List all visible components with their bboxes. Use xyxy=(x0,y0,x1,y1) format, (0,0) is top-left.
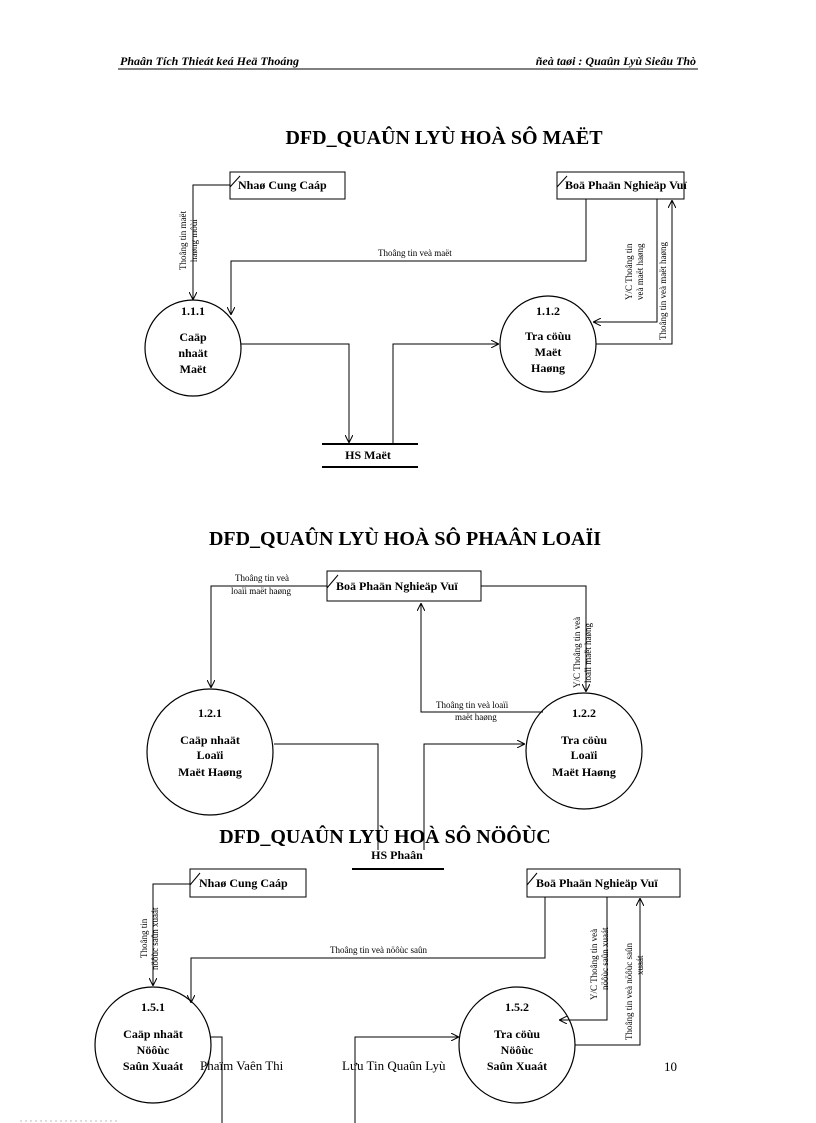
flow-request-to-1-5-2 xyxy=(560,897,608,1020)
entity-department-label: Boä Phaän Nghieäp Vuï xyxy=(336,579,458,593)
entity-department xyxy=(326,570,482,602)
flow-1-1-2-to-department xyxy=(596,201,672,345)
entity-department-label: Boä Phaän Nghieäp Vuï xyxy=(565,178,687,192)
process-1-2-2-line: Loaïi xyxy=(571,748,598,762)
flow-label: Y/C Thoâng tin xyxy=(624,243,634,300)
flow-label: Y/C Thoâng tin veà xyxy=(589,929,599,1000)
flow-label: Thoâng tin xyxy=(139,918,149,958)
process-1-2-1-line: Caäp nhaät xyxy=(180,733,240,747)
diagram-3-title: DFD_QUAÛN LYÙ HOÀ SÔ NÖÔÙC xyxy=(219,824,551,848)
entity-duplicate-mark xyxy=(189,872,201,886)
process-1-2-2-line: Maët Haøng xyxy=(552,765,616,779)
flow-1-5-1-down xyxy=(211,1036,223,1123)
flow-label: haøng môùi xyxy=(189,219,199,262)
process-1-5-1 xyxy=(94,986,212,1104)
flow-label: Thoâng tin veà loaïi xyxy=(436,700,509,710)
flow-label: nöôùc saûn xuaát xyxy=(150,907,160,970)
entity-supplier-label: Nhaø Cung Caáp xyxy=(238,178,327,192)
process-1-2-1-line: Maët Haøng xyxy=(178,765,242,779)
process-1-5-2-line: Nöôùc xyxy=(501,1043,534,1057)
entity-supplier xyxy=(189,868,307,898)
process-1-5-1-line: Nöôùc xyxy=(137,1043,170,1057)
process-1-1-2-line: Maët xyxy=(535,345,562,359)
flow-request-to-1-2-2 xyxy=(481,585,586,691)
flow-label: Thoâng tin veà maët haøng xyxy=(658,242,668,340)
diagram-2-title: DFD_QUAÛN LYÙ HOÀ SÔ PHAÂN LOAÏI xyxy=(209,526,601,550)
process-1-1-1-line: Caäp xyxy=(179,330,207,344)
process-1-5-1-line: Saûn Xuaát xyxy=(123,1059,183,1073)
footer-center: Lưu Tin Quaûn Lyù xyxy=(342,1058,446,1073)
flow-1-1-1-to-store xyxy=(241,343,349,442)
process-1-2-2-id: 1.2.2 xyxy=(572,706,596,720)
flow-store-to-1-5-2 xyxy=(354,1037,458,1123)
process-1-2-1 xyxy=(146,688,274,816)
flow-department-to-1-2-1 xyxy=(211,585,327,687)
process-1-1-1-line: Maët xyxy=(180,362,207,376)
flow-label: maët haøng xyxy=(455,712,497,722)
process-1-5-2-line: Tra cöùu xyxy=(494,1027,540,1041)
flow-supplier-to-1-1-1 xyxy=(193,184,230,299)
process-1-5-1-id: 1.5.1 xyxy=(141,1000,165,1014)
entity-department-label: Boä Phaän Nghieäp Vuï xyxy=(536,876,658,890)
flow-label: veà maët haøng xyxy=(635,243,645,300)
flow-department-to-1-1-1 xyxy=(231,199,587,314)
diagram-3: DFD_QUAÛN LYÙ HOÀ SÔ NÖÔÙC Nhaø Cung Caá… xyxy=(94,824,681,1123)
process-1-1-1-line: nhaät xyxy=(178,346,207,360)
flow-label: Thoâng tin veà xyxy=(235,573,289,583)
entity-duplicate-mark xyxy=(526,872,538,886)
process-1-2-1-line: Loaïi xyxy=(197,748,224,762)
flow-store-to-1-1-2 xyxy=(392,344,498,444)
process-1-5-2-id: 1.5.2 xyxy=(505,1000,529,1014)
flow-department-to-1-5-1 xyxy=(191,897,546,1002)
process-1-5-2-line: Saûn Xuaát xyxy=(487,1059,547,1073)
diagram-1-title: DFD_QUAÛN LYÙ HOÀ SÔ MAËT xyxy=(285,125,603,149)
flow-label: loaïi maët haøng xyxy=(583,623,593,683)
process-1-1-1 xyxy=(144,299,242,397)
flow-1-2-1-to-store xyxy=(274,743,379,850)
flow-label: Thoâng tin maët xyxy=(178,211,188,270)
process-1-5-1-line: Caäp nhaät xyxy=(123,1027,183,1041)
process-1-2-1-id: 1.2.1 xyxy=(198,706,222,720)
flow-1-2-2-to-department xyxy=(421,604,543,713)
datastore-label: HS Maët xyxy=(345,448,391,462)
process-1-2-2-line: Tra cöùu xyxy=(561,733,607,747)
entity-supplier xyxy=(229,171,346,200)
diagram-1: DFD_QUAÛN LYÙ HOÀ SÔ MAËT Nhaø Cung Caáp… xyxy=(144,125,687,468)
header-left: Phaân Tích Thieát keá Heä Thoáng xyxy=(120,54,299,68)
process-1-1-2-line: Haøng xyxy=(531,361,565,375)
process-1-1-2-id: 1.1.2 xyxy=(536,304,560,318)
flow-label: nöôùc saûn xuaát xyxy=(600,927,610,990)
footer-left: Phaïm Vaên Thi xyxy=(200,1058,284,1073)
flow-label: Y/C Thoâng tin veà xyxy=(572,617,582,688)
datastore-label: HS Phaân xyxy=(371,848,423,862)
entity-duplicate-mark xyxy=(326,574,339,589)
flow-request-to-1-1-2 xyxy=(594,199,658,322)
flow-label: loaïi maët haøng xyxy=(231,586,291,596)
flow-label: Thoâng tin veà nöôùc saûn xyxy=(624,943,634,1040)
entity-duplicate-mark xyxy=(556,175,568,188)
entity-supplier-label: Nhaø Cung Caáp xyxy=(199,876,288,890)
process-1-1-2-line: Tra cöùu xyxy=(525,329,571,343)
entity-department xyxy=(526,868,681,898)
process-1-1-1-id: 1.1.1 xyxy=(181,304,205,318)
flow-store-to-1-2-2 xyxy=(423,744,524,850)
flow-label: Thoâng tin veà nöôùc saûn xyxy=(330,945,427,955)
header-right: ñeà taøi : Quaûn Lyù Sieâu Thò xyxy=(536,54,696,68)
page-number: 10 xyxy=(664,1059,677,1074)
process-1-2-2 xyxy=(525,692,643,810)
entity-department xyxy=(556,171,685,200)
flow-label: xuaát xyxy=(635,955,645,975)
flow-label: Thoâng tin veà maët xyxy=(378,248,452,258)
diagram-2: DFD_QUAÛN LYÙ HOÀ SÔ PHAÂN LOAÏI Boä Pha… xyxy=(146,526,643,870)
flow-supplier-to-1-5-1 xyxy=(153,883,190,985)
flow-1-5-2-to-department xyxy=(575,899,640,1046)
entity-duplicate-mark xyxy=(229,175,241,188)
